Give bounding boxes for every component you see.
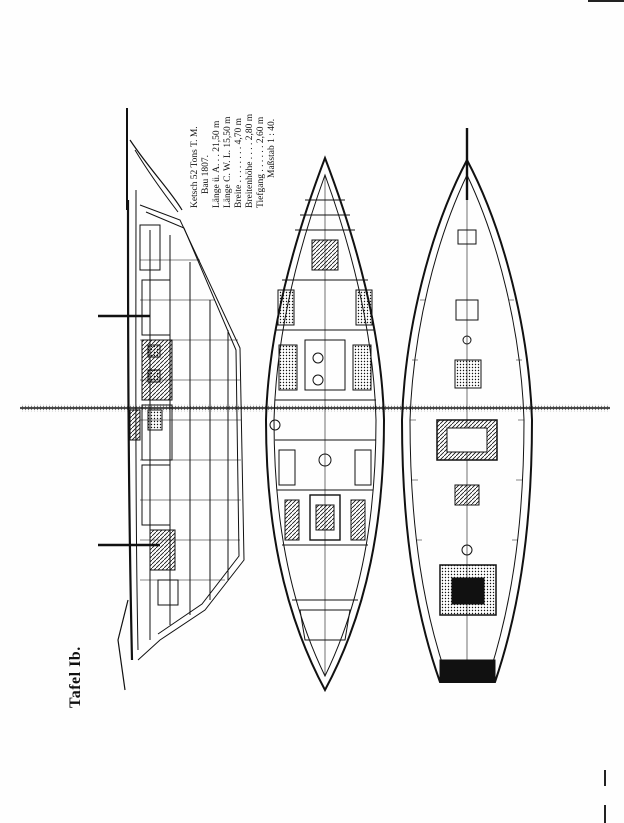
spec-row-draft: Tiefgang . . . . . . 2,60 m: [256, 116, 266, 208]
spec-block: Ketsch 52 Tons T. M. Bau 1807. Länge ü. …: [190, 114, 278, 208]
spec-title: Ketsch 52 Tons T. M.: [190, 126, 200, 208]
scan-edge-mark-top: [588, 0, 624, 2]
plate-label: Tafel Ib.: [67, 646, 84, 708]
spec-scale: Maßstab 1 : 40.: [267, 118, 277, 178]
deck-plan-view: [400, 128, 534, 683]
scan-edge-mark-right: [604, 805, 606, 823]
spec-built: Bau 1807.: [201, 154, 211, 194]
spec-row-lwl: Länge C. W. L. 15,50 m: [223, 116, 233, 208]
fold-line: [20, 404, 610, 412]
accommodation-plan-view: [264, 155, 386, 693]
spec-row-depth: Breitenhöhe . . . . 2,80 m: [245, 113, 255, 208]
spec-row-beam: Breite . . . . . . . . 4,70 m: [234, 118, 244, 208]
side-elevation-view: [98, 108, 245, 691]
scan-edge-mark-right-2: [604, 770, 606, 786]
spec-row-loa: Länge ü. A. . . 21,50 m: [212, 120, 222, 208]
